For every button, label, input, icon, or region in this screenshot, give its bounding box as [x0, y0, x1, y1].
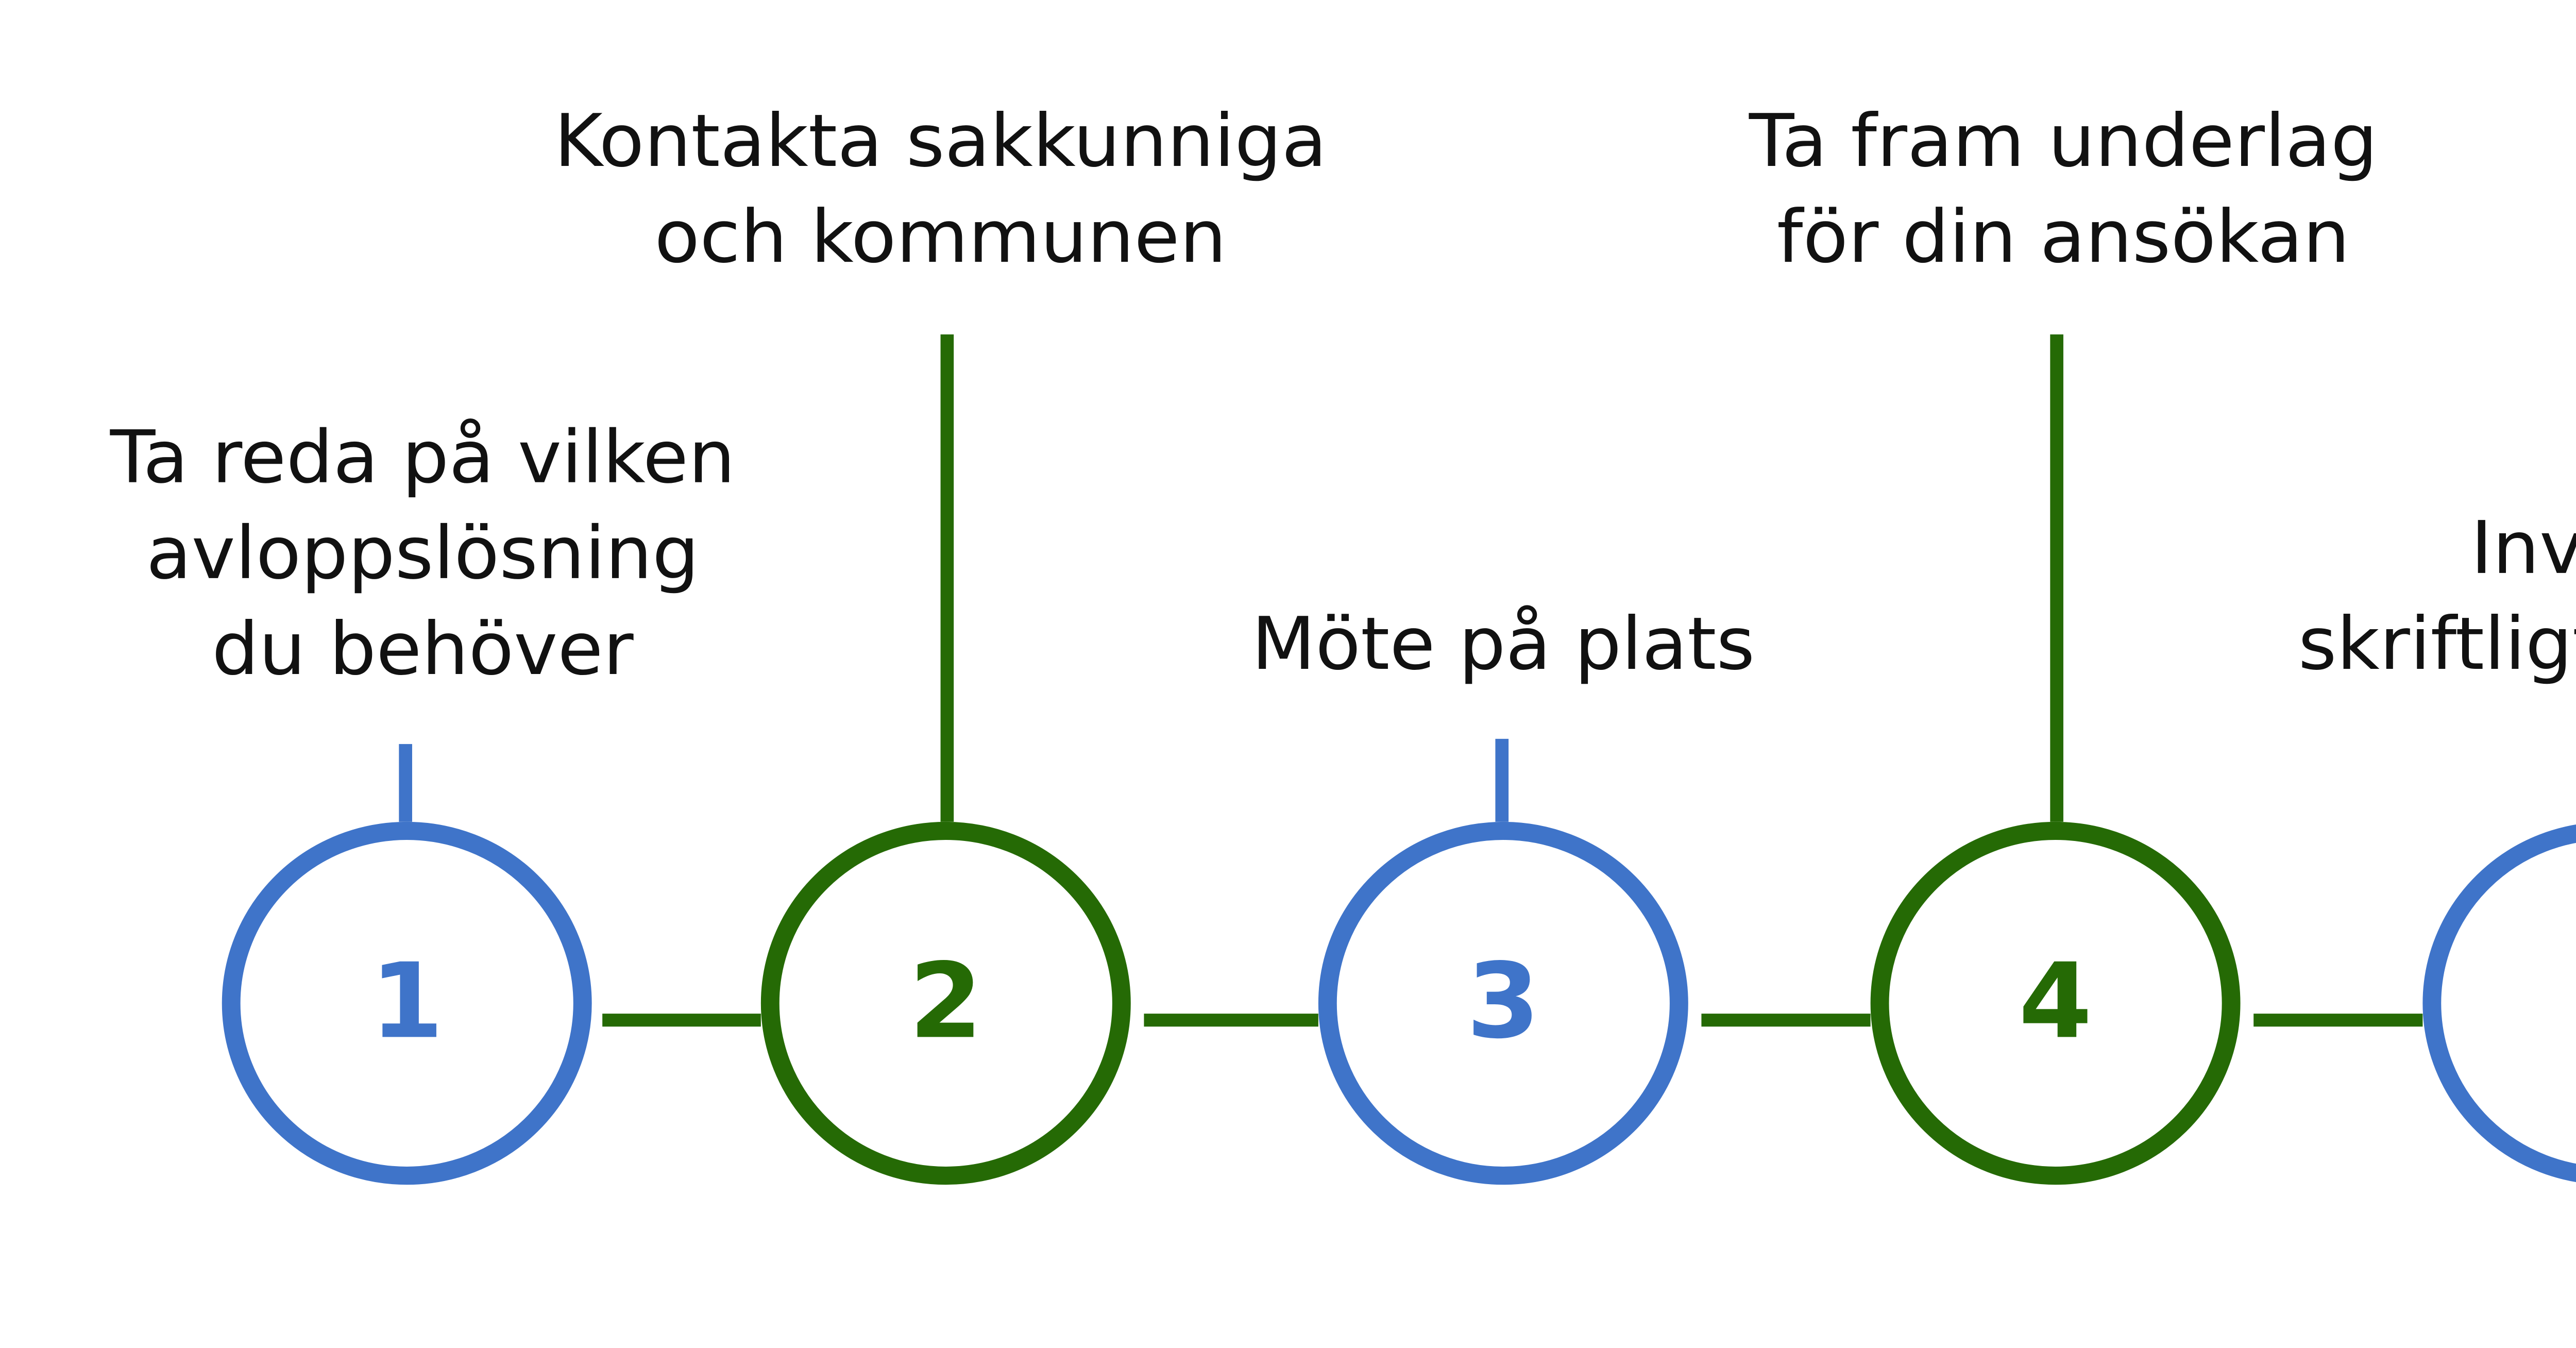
step-5-node: 5: [2422, 821, 2576, 1185]
step-4-label: Ta fram underlag för din ansökan: [1749, 98, 2378, 280]
step-4-node: 4: [1870, 821, 2241, 1185]
stem-2: [940, 334, 954, 822]
connector-3-4: [1701, 1014, 1871, 1027]
step-1-label: Ta reda på vilken avloppslösning du behö…: [110, 414, 736, 693]
step-3-label: Möte på plats: [1251, 601, 1755, 687]
step-1-node: 1: [222, 821, 592, 1185]
step-2-number: 2: [909, 943, 983, 1063]
connector-4-5: [2253, 1014, 2423, 1027]
stem-3: [1495, 738, 1509, 822]
step-2-node: 2: [760, 821, 1131, 1185]
stem-4: [2050, 334, 2063, 822]
connector-1-2: [602, 1014, 761, 1027]
step-3-number: 3: [1466, 943, 1540, 1063]
stem-1: [399, 744, 412, 822]
step-4-number: 4: [2019, 943, 2092, 1063]
step-3-node: 3: [1318, 821, 1688, 1185]
step-1-number: 1: [370, 943, 444, 1063]
step-5-label: Invänta skriftligt tillstånd: [2298, 506, 2576, 687]
step-2-label: Kontakta sakkunniga och kommunen: [554, 98, 1327, 280]
connector-2-3: [1144, 1014, 1318, 1027]
step-5-number: 5: [2571, 951, 2576, 1055]
